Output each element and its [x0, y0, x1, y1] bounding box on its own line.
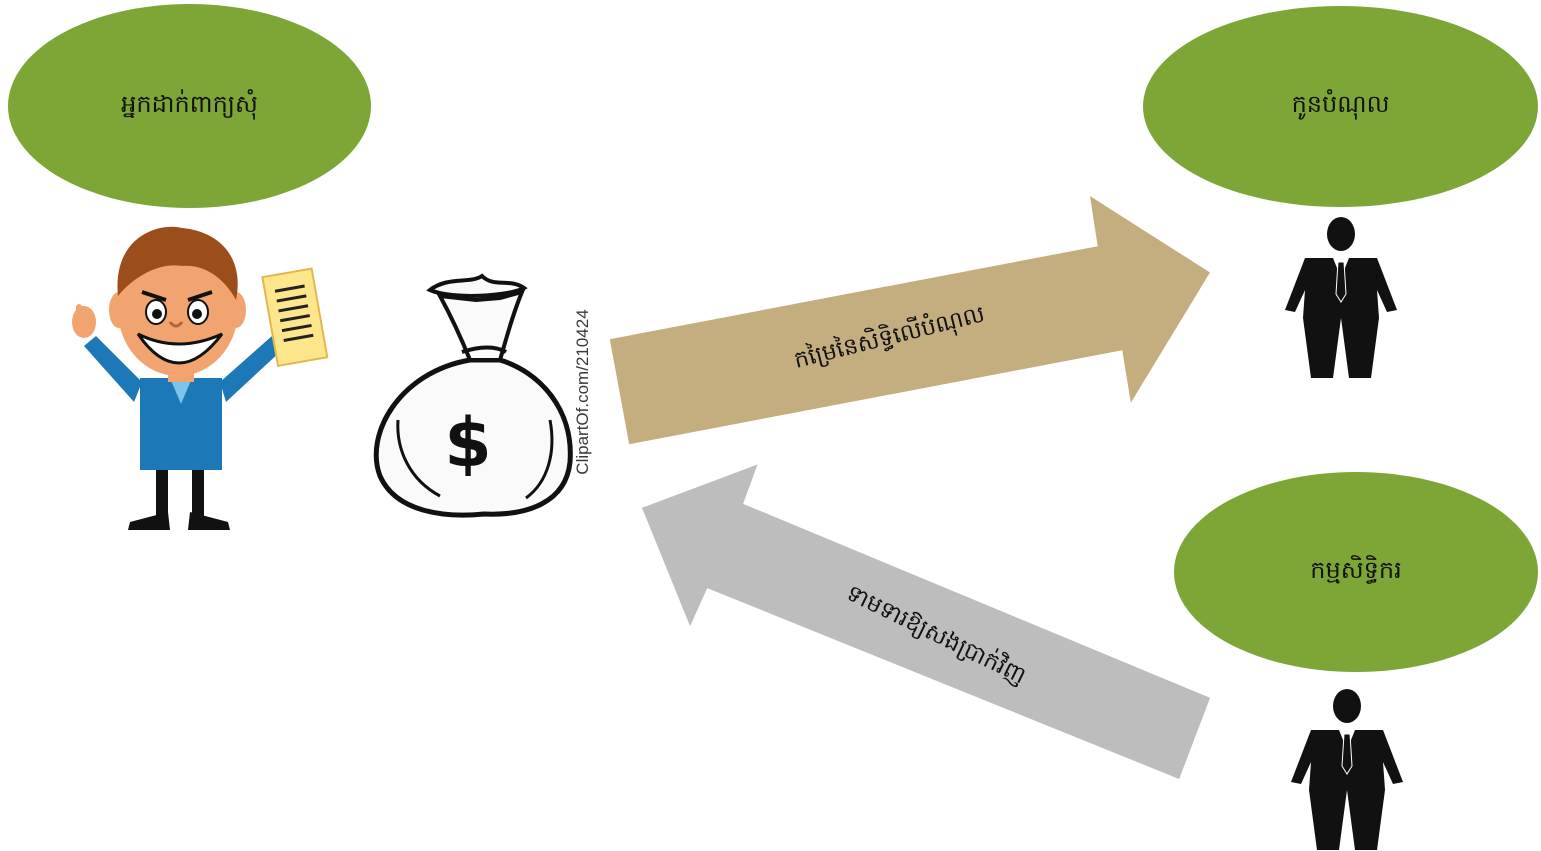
arrow-to-creditor: [606, 189, 1215, 448]
creditor-label: កូនបំណុល: [1291, 90, 1390, 118]
svg-text:$: $: [444, 404, 491, 483]
creditor-node: កូនបំណុល: [1143, 6, 1538, 207]
money-bag-icon: $: [373, 273, 573, 518]
arrow-to-bag: [638, 459, 1214, 783]
happy-man-icon: [72, 226, 329, 530]
clipart-watermark: ClipartOf.com/210424: [573, 309, 592, 475]
applicant-node: អ្នកដាក់ពាក្យសុំ: [8, 4, 371, 208]
obligor-node: កម្មសិទ្ធិករ: [1174, 472, 1538, 672]
applicant-label: អ្នកដាក់ពាក្យសុំ: [121, 89, 258, 118]
businessman-silhouette-icon: [1291, 689, 1403, 850]
obligor-label: កម្មសិទ្ធិករ: [1310, 555, 1402, 584]
businessman-silhouette-icon: [1285, 217, 1397, 378]
